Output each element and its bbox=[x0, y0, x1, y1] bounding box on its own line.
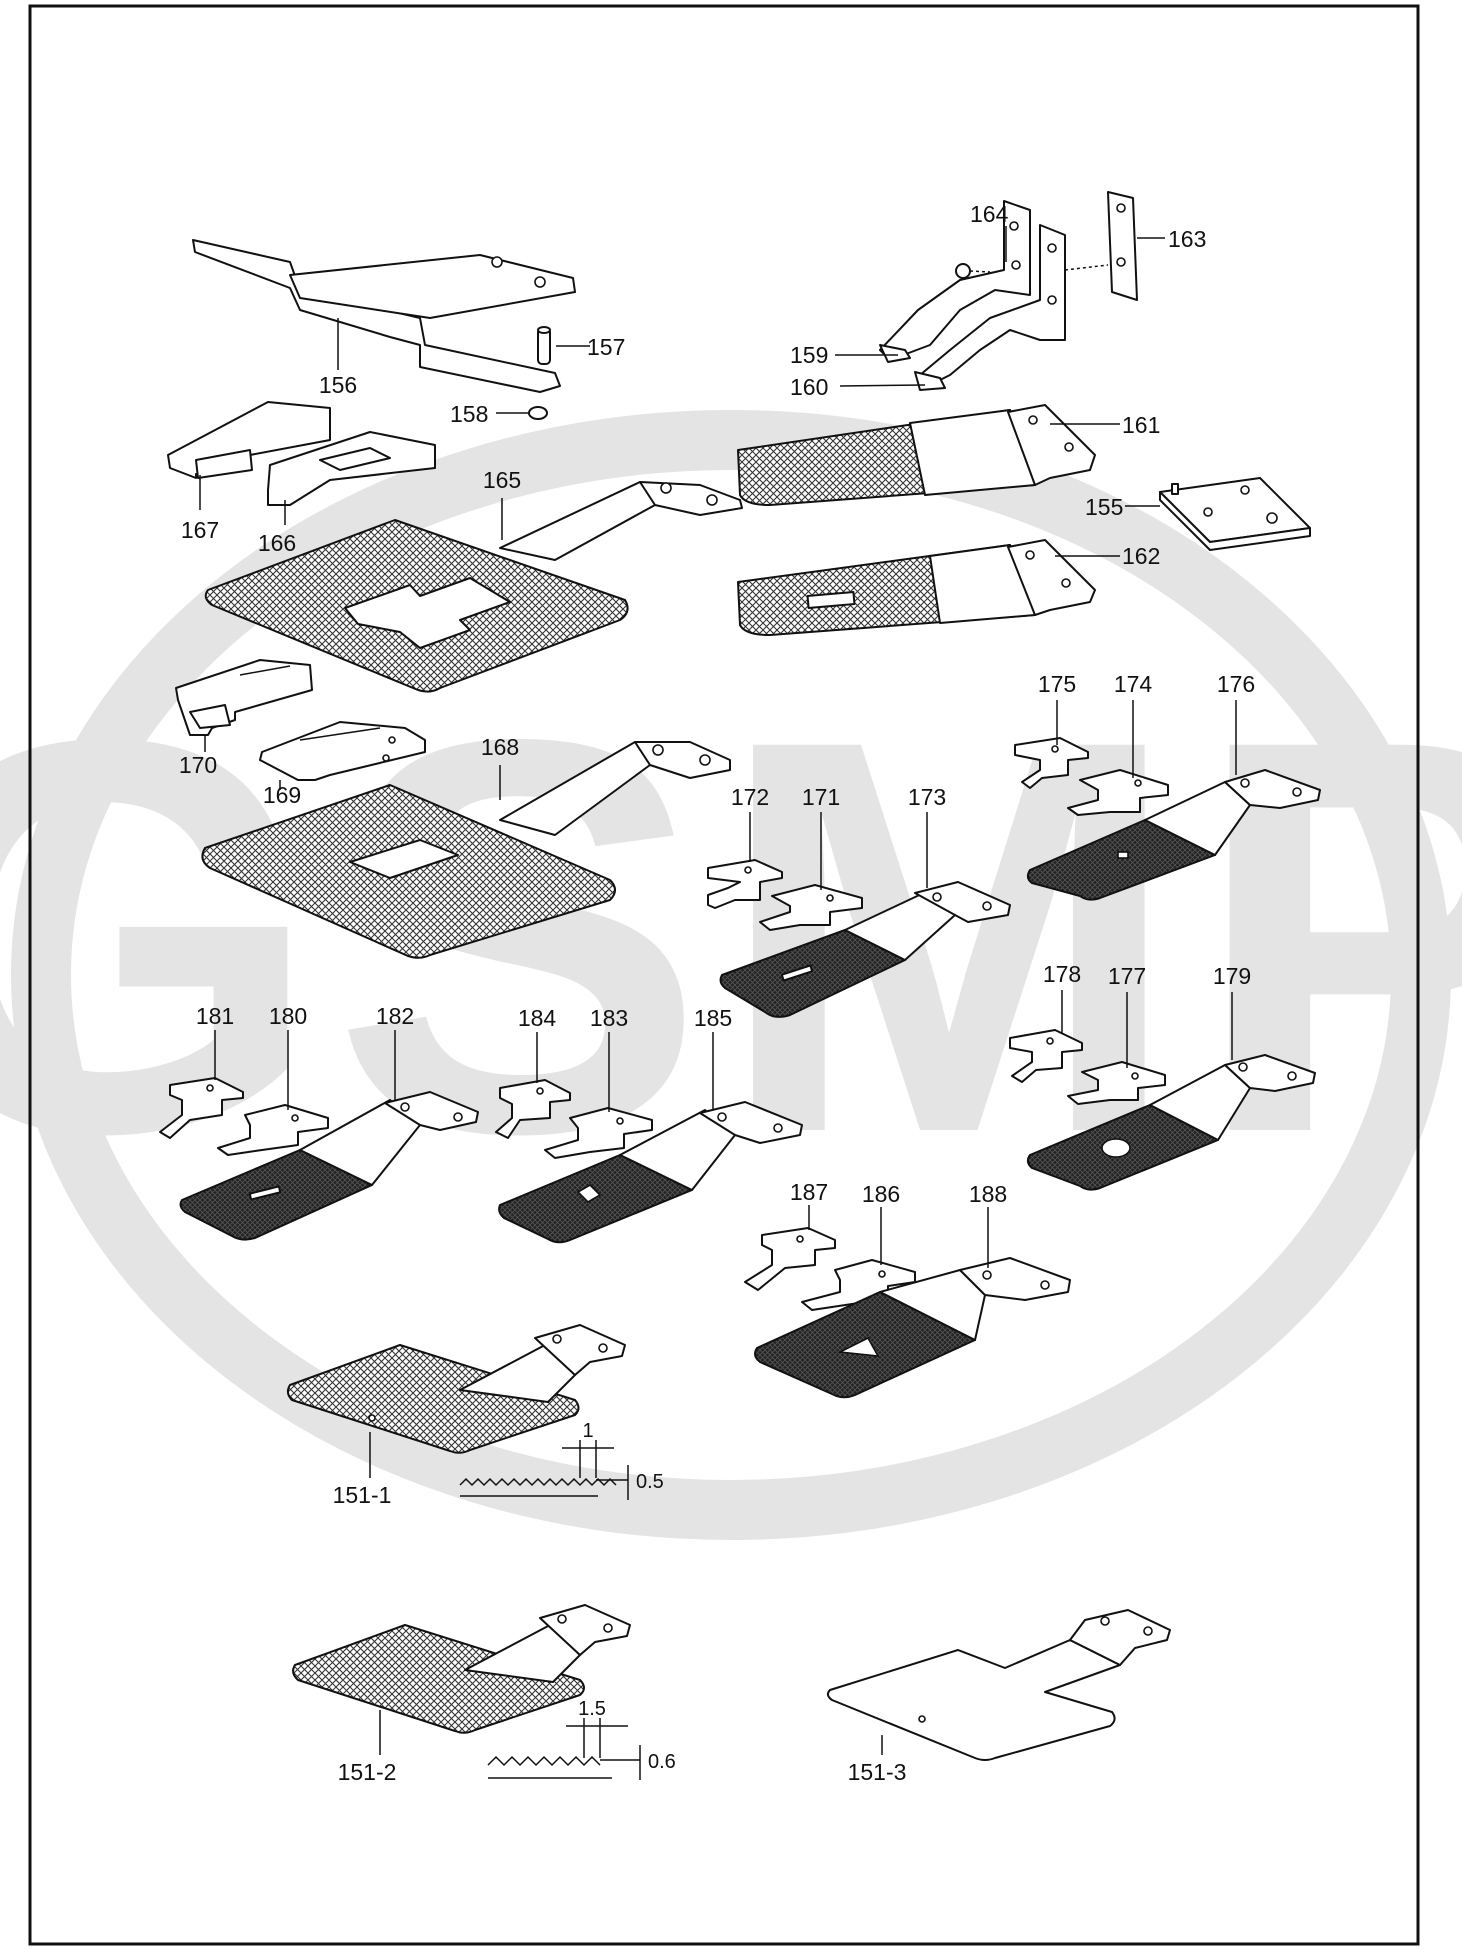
part-179-plate bbox=[1026, 1054, 1316, 1191]
part-159-bracket bbox=[879, 200, 1031, 363]
part-labels: 156 157 158 164 163 159 160 161 155 162 … bbox=[179, 201, 1255, 1785]
part-177-bracket bbox=[1067, 1061, 1166, 1105]
part-160-bracket bbox=[914, 224, 1066, 391]
part-182-plate bbox=[179, 1091, 479, 1241]
part-174-bracket bbox=[1067, 769, 1169, 816]
part-176-plate bbox=[1026, 769, 1321, 901]
part-188-plate bbox=[754, 1257, 1071, 1399]
label-164: 164 bbox=[970, 201, 1009, 227]
label-151-2: 151-2 bbox=[338, 1759, 397, 1785]
part-185-plate bbox=[498, 1101, 803, 1244]
label-162: 162 bbox=[1122, 543, 1160, 569]
label-171: 171 bbox=[802, 784, 840, 810]
label-178: 178 bbox=[1043, 961, 1081, 987]
part-151-1-plate bbox=[286, 1324, 626, 1454]
label-159: 159 bbox=[790, 342, 828, 368]
label-188: 188 bbox=[969, 1181, 1007, 1207]
part-183-bracket bbox=[544, 1107, 653, 1159]
part-151-2-plate bbox=[292, 1604, 631, 1734]
part-165-plate bbox=[204, 481, 743, 693]
part-169-frame bbox=[259, 721, 426, 781]
label-186: 186 bbox=[862, 1181, 900, 1207]
label-158: 158 bbox=[450, 401, 488, 427]
part-157-pin bbox=[537, 326, 551, 365]
label-184: 184 bbox=[518, 1005, 557, 1031]
dimension-depth-2: 0.6 bbox=[648, 1751, 676, 1773]
dimension-pitch-1: 1 bbox=[582, 1420, 593, 1442]
part-167-frame bbox=[167, 401, 331, 479]
watermark-ring bbox=[11, 410, 1451, 1540]
dimension-detail-1: 1 0.5 bbox=[459, 1420, 664, 1500]
label-170: 170 bbox=[179, 752, 217, 778]
label-160: 160 bbox=[790, 374, 828, 400]
dimension-pitch-2: 1.5 bbox=[578, 1698, 606, 1720]
label-165: 165 bbox=[483, 467, 521, 493]
part-171-bracket bbox=[759, 884, 863, 931]
part-161-plate bbox=[737, 404, 1096, 506]
part-187-bracket bbox=[744, 1227, 836, 1291]
label-173: 173 bbox=[908, 784, 946, 810]
label-155: 155 bbox=[1085, 494, 1123, 520]
label-156: 156 bbox=[319, 372, 357, 398]
part-170-frame bbox=[175, 659, 313, 736]
dimension-depth-1: 0.5 bbox=[636, 1471, 664, 1493]
label-182: 182 bbox=[376, 1003, 414, 1029]
part-156-bar bbox=[192, 239, 576, 393]
label-174: 174 bbox=[1114, 671, 1153, 697]
label-185: 185 bbox=[694, 1005, 732, 1031]
label-172: 172 bbox=[731, 784, 769, 810]
label-180: 180 bbox=[269, 1003, 307, 1029]
leader-lines bbox=[199, 226, 1237, 1755]
part-175-bracket bbox=[1014, 737, 1089, 789]
label-176: 176 bbox=[1217, 671, 1255, 697]
part-158-nut bbox=[528, 406, 548, 420]
dimension-detail-2: 1.5 0.6 bbox=[487, 1698, 676, 1780]
part-164-screw bbox=[955, 263, 991, 279]
part-155-plate bbox=[1159, 477, 1311, 551]
part-180-bracket bbox=[217, 1104, 329, 1156]
label-177: 177 bbox=[1108, 963, 1146, 989]
label-151-1: 151-1 bbox=[333, 1482, 392, 1508]
label-183: 183 bbox=[590, 1005, 628, 1031]
part-168-plate bbox=[201, 741, 731, 959]
part-181-bracket bbox=[159, 1077, 244, 1139]
part-163-plate bbox=[1107, 191, 1138, 301]
label-179: 179 bbox=[1213, 963, 1251, 989]
part-151-3-plate bbox=[826, 1609, 1171, 1761]
label-169: 169 bbox=[263, 782, 301, 808]
label-168: 168 bbox=[481, 734, 519, 760]
label-163: 163 bbox=[1168, 226, 1206, 252]
label-161: 161 bbox=[1122, 412, 1160, 438]
label-175: 175 bbox=[1038, 671, 1076, 697]
page-frame bbox=[28, 4, 1420, 1946]
label-167: 167 bbox=[181, 517, 219, 543]
part-178-bracket bbox=[1009, 1029, 1083, 1083]
part-166-frame bbox=[267, 431, 436, 506]
part-172-bracket bbox=[707, 859, 783, 909]
label-166: 166 bbox=[258, 530, 296, 556]
part-162-plate bbox=[737, 539, 1096, 636]
label-181: 181 bbox=[196, 1003, 234, 1029]
part-184-bracket bbox=[495, 1079, 571, 1139]
part-173-plate bbox=[719, 881, 1011, 1018]
label-151-3: 151-3 bbox=[848, 1759, 907, 1785]
label-157: 157 bbox=[587, 334, 625, 360]
label-187: 187 bbox=[790, 1179, 828, 1205]
